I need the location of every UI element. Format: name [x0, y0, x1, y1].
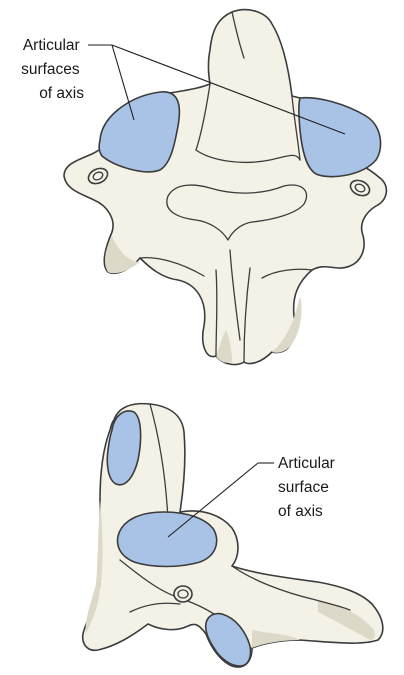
articular-surface-right [299, 98, 381, 177]
bottom-label: Articular surface of axis [278, 455, 339, 520]
axis-top-view [64, 10, 386, 365]
articular-surface-left [99, 92, 179, 172]
transverse-foramen-lateral [174, 586, 192, 602]
axis-top-body [64, 10, 386, 365]
top-label: Articular surfaces of axis [21, 37, 84, 102]
axis-lateral-view [83, 404, 383, 667]
articular-surface-superior [118, 512, 217, 567]
